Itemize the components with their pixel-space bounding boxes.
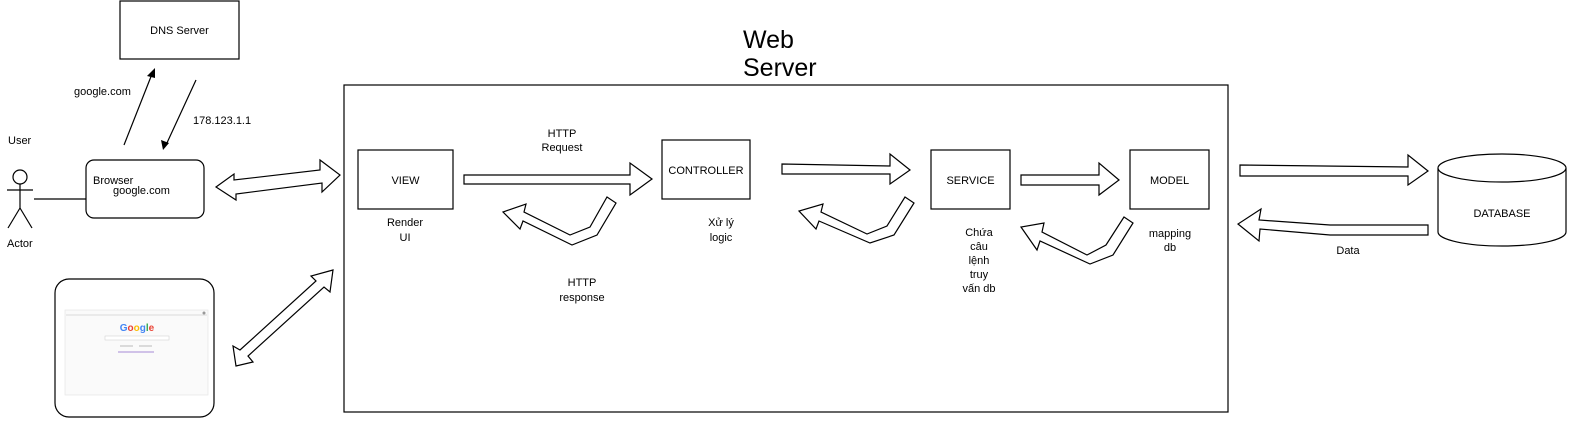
preview-webserver-double-arrow — [232, 269, 334, 367]
web-server-title-line1: Web — [743, 26, 794, 54]
dns-response-arrowhead — [161, 140, 169, 150]
controller-caption-line1: Xử lý — [708, 217, 734, 229]
database-webserver-data-arrow — [1236, 207, 1429, 243]
web-server-container — [343, 84, 1229, 413]
model-label: MODEL — [1150, 175, 1189, 187]
service-model-arrow — [1020, 161, 1120, 197]
search-bar-icon — [104, 335, 170, 341]
controller-caption-line2: logic — [710, 232, 733, 244]
service-controller-arrow — [797, 196, 915, 244]
controller-box — [661, 139, 751, 200]
actor-icon — [7, 169, 33, 229]
dns-response-line — [165, 79, 197, 146]
actor-bottom-label: Actor — [7, 238, 33, 250]
dns-request-arrowhead — [147, 68, 155, 78]
view-box — [357, 149, 454, 210]
controller-label: CONTROLLER — [668, 165, 743, 177]
dns-server-box — [119, 0, 240, 60]
service-caption-line1: Chứa — [965, 227, 993, 239]
model-caption-line1: mapping — [1149, 228, 1191, 240]
browser-screenshot-thumbnail: Google — [64, 309, 209, 396]
view-caption-line2: UI — [400, 232, 411, 244]
service-caption-line5: vấn db — [962, 283, 995, 295]
web-server-title-line2: Server — [743, 54, 817, 82]
model-box — [1129, 149, 1210, 210]
dns-request-line — [123, 73, 153, 146]
service-caption-line3: lệnh — [969, 255, 990, 267]
webserver-database-arrow — [1239, 153, 1430, 187]
browser-label: Browser — [93, 175, 134, 187]
database-label: DATABASE — [1473, 208, 1530, 220]
http-response-line1: HTTP — [568, 277, 597, 289]
service-caption-line2: câu — [970, 241, 988, 253]
dns-response-label: 178.123.1.1 — [193, 115, 251, 127]
browser-webserver-double-arrow — [214, 158, 341, 202]
http-response-arrow — [501, 196, 617, 246]
dns-server-label: DNS Server — [150, 25, 209, 37]
data-label: Data — [1336, 245, 1360, 257]
service-label: SERVICE — [946, 175, 994, 187]
google-logo: Google — [120, 323, 155, 334]
service-box — [930, 149, 1011, 210]
model-caption-line2: db — [1164, 242, 1176, 254]
http-request-line1: HTTP — [548, 128, 577, 140]
database-cylinder — [1437, 153, 1567, 247]
browser-box — [85, 159, 205, 219]
service-caption-line4: truy — [970, 269, 989, 281]
view-caption-line1: Render — [387, 217, 423, 229]
dns-request-label: google.com — [74, 86, 131, 98]
model-service-arrow — [1019, 216, 1134, 265]
controller-service-arrow — [781, 152, 912, 186]
actor-top-label: User — [8, 135, 32, 147]
http-request-line2: Request — [542, 142, 583, 154]
http-request-arrow — [463, 161, 654, 197]
browser-url: google.com — [113, 185, 170, 197]
view-label: VIEW — [391, 175, 420, 187]
http-response-line2: response — [559, 292, 604, 304]
